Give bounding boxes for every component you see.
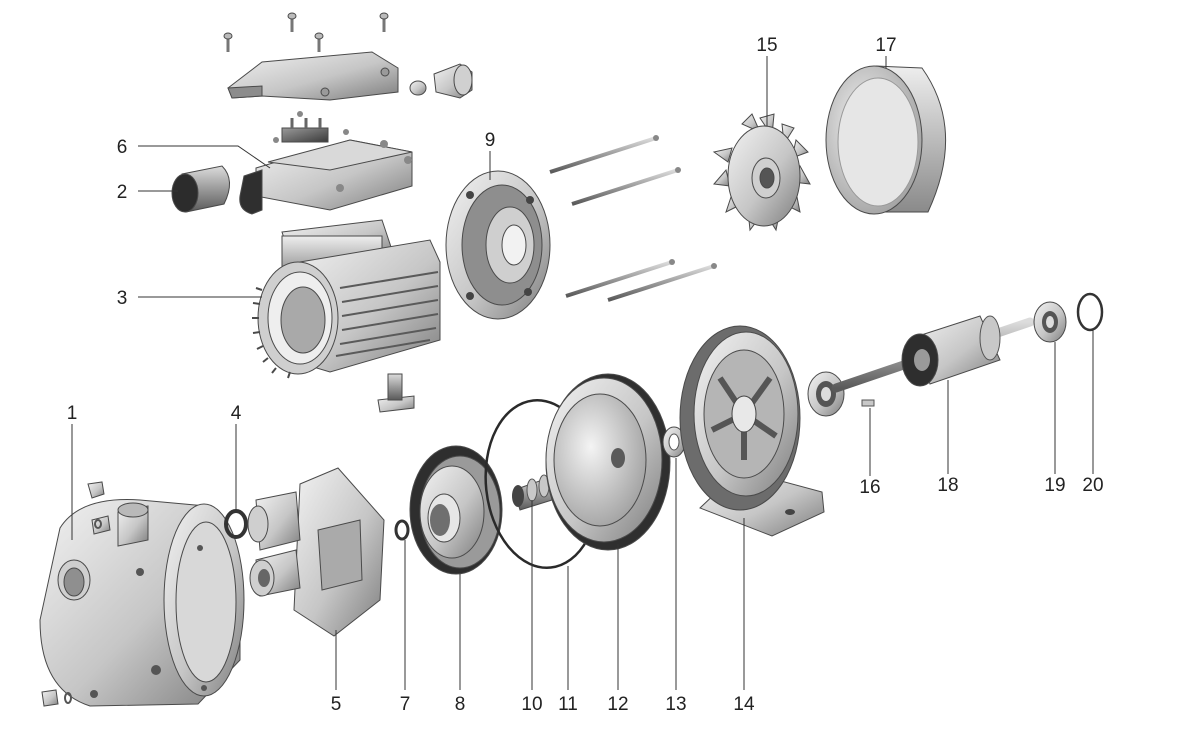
o-ring-7: [394, 519, 410, 541]
label-part-1: 1: [67, 403, 78, 424]
pump-body: [39, 499, 245, 707]
shaft-key: [861, 399, 875, 407]
label-part-19: 19: [1044, 475, 1065, 496]
label-part-15: 15: [756, 35, 777, 56]
rear-bracket: [445, 170, 551, 320]
label-part-7: 7: [400, 694, 411, 715]
motor-bracket: [679, 325, 825, 537]
label-part-10: 10: [521, 694, 542, 715]
label-part-4: 4: [231, 403, 242, 424]
label-part-16: 16: [859, 477, 880, 498]
tie-rods: [549, 135, 717, 302]
label-part-8: 8: [455, 694, 466, 715]
label-part-3: 3: [117, 288, 128, 309]
cooling-fan: [712, 113, 811, 232]
cover-screws: [223, 12, 389, 52]
label-part-17: 17: [875, 35, 896, 56]
label-part-6: 6: [117, 137, 128, 158]
impeller: [512, 474, 553, 511]
ejector: [247, 467, 385, 637]
circlip: [1076, 292, 1104, 332]
label-part-2: 2: [117, 182, 128, 203]
diffuser: [409, 445, 503, 575]
motor-body: [252, 219, 441, 379]
terminal-box-base: [239, 139, 413, 215]
seal-plate: [545, 373, 671, 551]
fan-cover: [825, 65, 947, 215]
label-part-13: 13: [665, 694, 686, 715]
capacitor: [171, 165, 230, 213]
label-part-9: 9: [485, 130, 496, 151]
rotor-shaft: [831, 315, 1035, 393]
drain-plugs: [41, 481, 111, 707]
motor-plug: [377, 373, 415, 413]
mechanical-seal: [662, 426, 686, 458]
label-part-5: 5: [331, 694, 342, 715]
label-part-18: 18: [937, 475, 958, 496]
label-part-12: 12: [607, 694, 628, 715]
terminal-block: [273, 111, 349, 143]
front-bearing: [807, 371, 845, 417]
cable-gland: [409, 63, 473, 99]
label-part-20: 20: [1082, 475, 1103, 496]
label-part-11: 11: [558, 694, 578, 715]
label-part-14: 14: [733, 694, 755, 715]
leader-lines: [71, 56, 1094, 690]
rear-bearing: [1033, 301, 1067, 343]
terminal-box-cover: [227, 51, 399, 101]
